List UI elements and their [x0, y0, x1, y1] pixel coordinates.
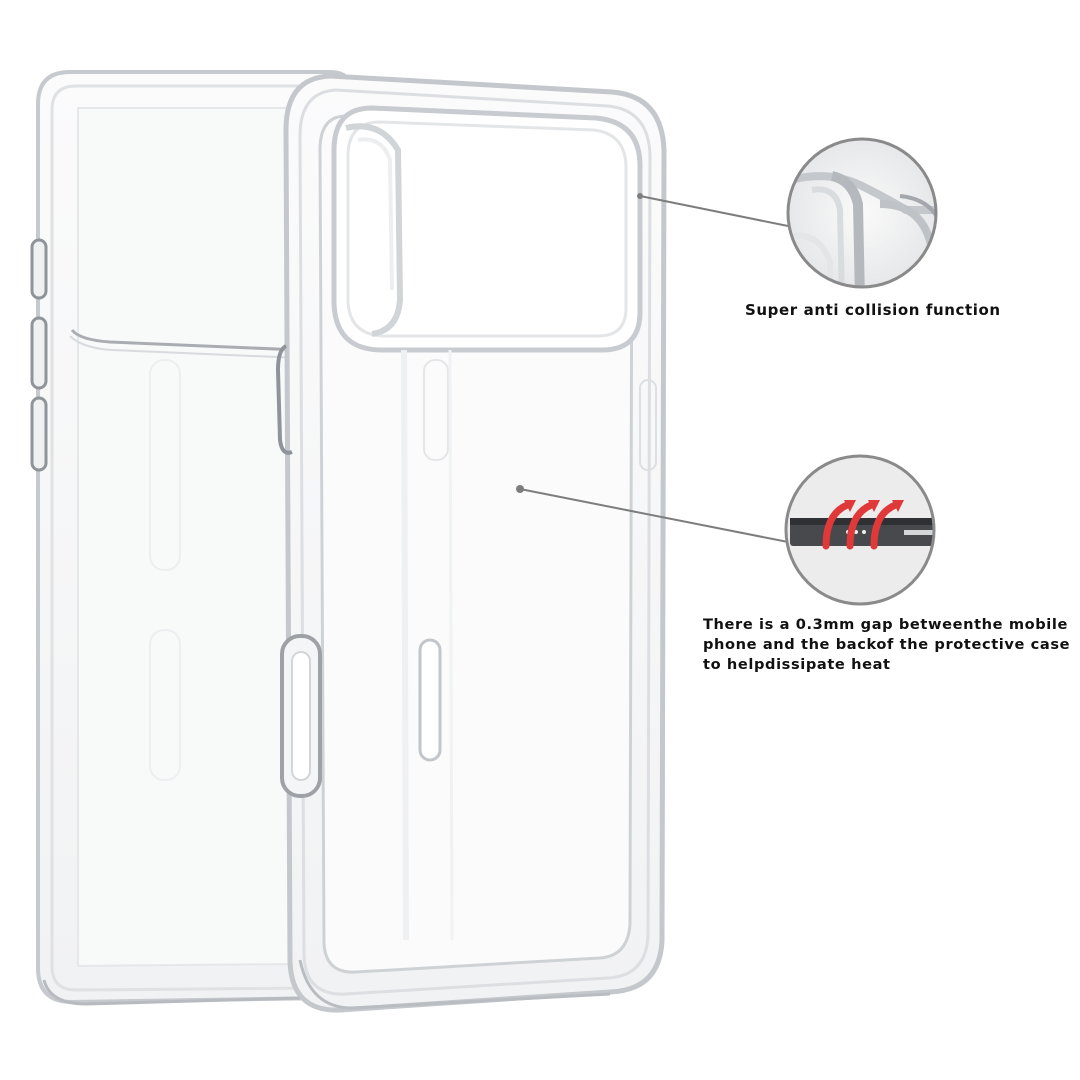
camera-cutout [331, 105, 643, 353]
leader-line-heat [519, 488, 789, 543]
caption-heat-dissipation: There is a 0.3mm gap betweenthe mobile p… [703, 615, 1073, 675]
back-phone-case [30, 70, 354, 1006]
callout-collision [637, 137, 938, 289]
magnified-corner-bumper-icon [786, 137, 938, 289]
callout-heat [516, 454, 936, 606]
leader-line-collision [639, 195, 789, 227]
caption-anti-collision: Super anti collision function [745, 301, 1001, 319]
caption-heat-line-2: phone and the backof the protective case [703, 636, 1071, 653]
caption-heat-line-3: to helpdissipate heat [703, 656, 891, 673]
heat-dissipation-arrows-icon [784, 454, 936, 606]
caption-heat-line-1: There is a 0.3mm gap betweenthe mobile [703, 616, 1068, 633]
back-case-side-buttons [30, 238, 48, 472]
front-phone-case [275, 73, 667, 1013]
